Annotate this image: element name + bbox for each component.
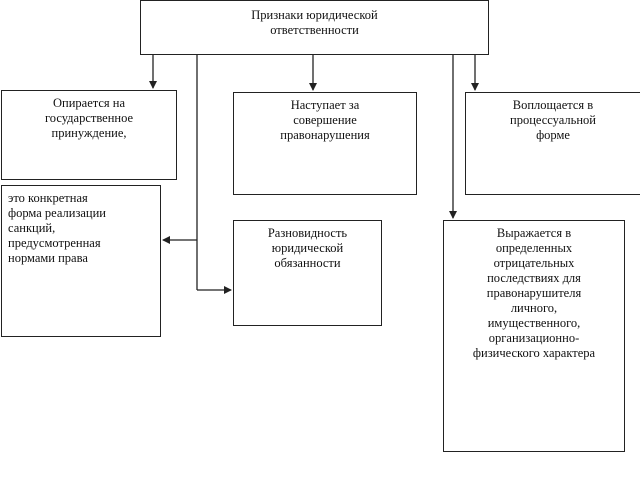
feature-box-consequences: Выражается в определенных отрицательных …	[443, 220, 625, 452]
feature-label-sanctions: это конкретная форма реализации санкций,…	[8, 191, 106, 265]
feature-box-procedural: Воплощается в процессуальной форме	[465, 92, 640, 195]
root-label: Признаки юридической ответственности	[251, 8, 378, 37]
feature-label-variety: Разновидность юридической обязанности	[267, 226, 348, 270]
feature-box-variety: Разновидность юридической обязанности	[233, 220, 382, 326]
feature-box-sanctions: это конкретная форма реализации санкций,…	[1, 185, 161, 337]
feature-label-coercion: Опирается на государственное принуждение…	[44, 96, 134, 140]
feature-label-offense: Наступает за совершение правонарушения	[280, 98, 370, 142]
feature-label-procedural: Воплощается в процессуальной форме	[510, 98, 596, 142]
root-box: Признаки юридической ответственности	[140, 0, 489, 55]
feature-box-coercion: Опирается на государственное принуждение…	[1, 90, 177, 180]
feature-label-consequences: Выражается в определенных отрицательных …	[472, 226, 596, 360]
feature-box-offense: Наступает за совершение правонарушения	[233, 92, 417, 195]
